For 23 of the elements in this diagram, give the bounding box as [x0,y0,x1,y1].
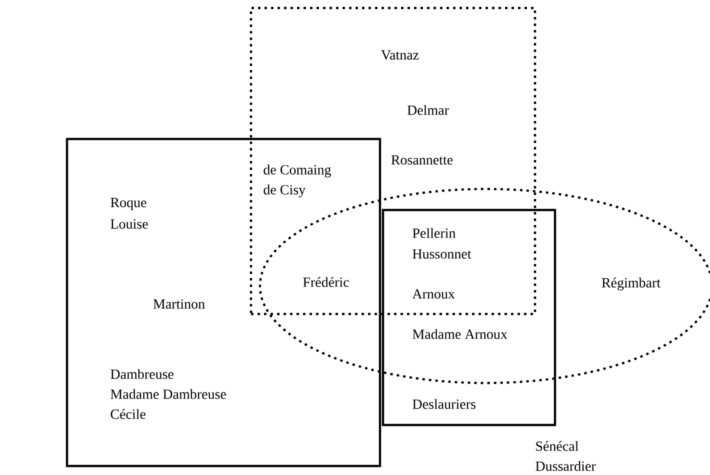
name-label: Delmar [407,105,449,115]
name-label: Louise [110,219,148,229]
name-label: Dussardier [536,461,596,471]
name-label: Rosannette [391,155,453,165]
group-box [382,208,556,426]
name-label: Pellerin [412,228,456,238]
name-label: de Comaing [264,164,331,178]
name-label: de Cisy [264,184,306,198]
name-label: Hussonnet [412,249,472,259]
name-label: Dambreuse [110,369,174,379]
name-label: Vatnaz [381,50,419,60]
group-box [66,138,382,468]
name-label: Frédéric [303,277,349,287]
name-label: Deslauriers [412,399,476,409]
name-label: Roque [110,198,146,210]
name-label: Régimbart [602,278,660,290]
name-label: Madame Dambreuse [110,389,226,399]
name-label: Cécile [110,409,146,419]
name-label: Madame Arnoux [412,329,508,339]
name-label: Arnoux [412,289,455,299]
group-box [250,6,536,316]
name-label: Martinon [153,299,205,309]
name-label: Sénécal [536,441,578,451]
